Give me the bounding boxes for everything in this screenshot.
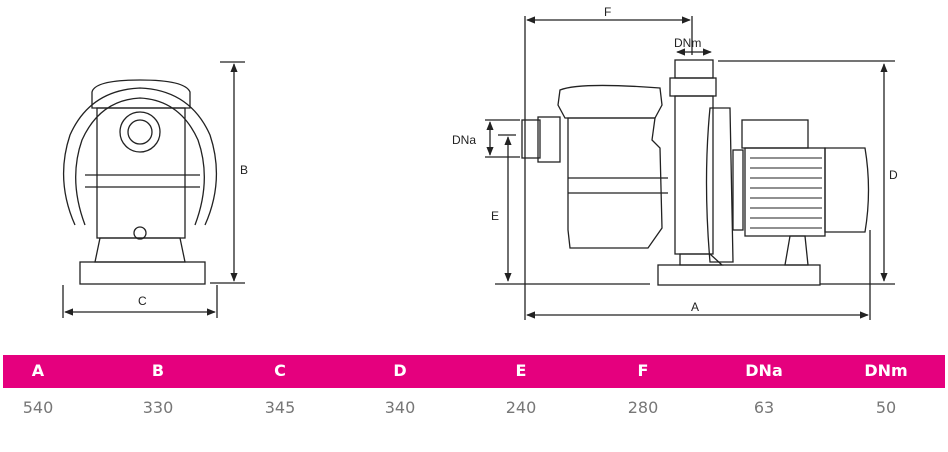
value-a: 540	[22, 398, 54, 417]
dimension-label-f: F	[604, 5, 611, 19]
header-e: E	[515, 361, 527, 380]
header-d: D	[393, 361, 407, 380]
value-d: 340	[384, 398, 416, 417]
value-c: 345	[264, 398, 296, 417]
pump-front-view	[62, 61, 245, 318]
header-b: B	[151, 361, 165, 380]
dimension-label-dna: DNa	[452, 133, 476, 147]
header-a: A	[31, 361, 45, 380]
value-dnm: 50	[875, 398, 897, 417]
header-dnm: DNm	[864, 361, 908, 380]
dimension-label-d: D	[889, 168, 898, 182]
value-dna: 63	[753, 398, 775, 417]
value-b: 330	[142, 398, 174, 417]
value-f: 280	[627, 398, 659, 417]
dimension-label-dnm: DNm	[674, 36, 701, 50]
header-f: F	[637, 361, 649, 380]
value-e: 240	[505, 398, 537, 417]
dimension-label-b: B	[240, 163, 248, 177]
dimension-label-e: E	[491, 209, 499, 223]
pump-dimension-drawing: B C F DNm DNa E D A	[62, 5, 898, 320]
dimension-label-c: C	[138, 294, 147, 308]
table-header-band	[3, 355, 945, 388]
header-dna: DNa	[745, 361, 783, 380]
pump-side-view	[485, 16, 895, 320]
dimension-label-a: A	[691, 300, 699, 314]
header-c: C	[274, 361, 286, 380]
